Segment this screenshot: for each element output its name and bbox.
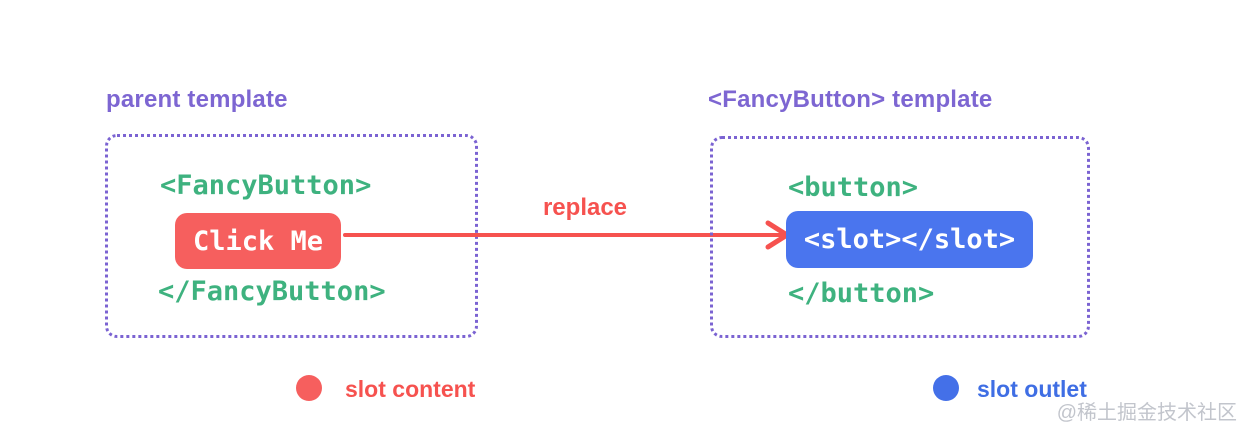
- slot-content-chip-label: Click Me: [192, 225, 324, 257]
- slot-content-chip: Click Me: [175, 213, 341, 269]
- fancy-close-tag: </button>: [788, 278, 935, 309]
- parent-open-tag: <FancyButton>: [160, 170, 372, 201]
- watermark: @稀土掘金技术社区: [1056, 402, 1237, 424]
- slot-outlet-legend-dot-icon: [933, 375, 959, 401]
- slot-outlet-legend-label: slot outlet: [977, 376, 1087, 402]
- parent-template-title: parent template: [106, 86, 288, 113]
- parent-close-tag: </FancyButton>: [158, 276, 386, 307]
- fancy-open-tag: <button>: [788, 172, 919, 203]
- slot-content-legend-label: slot content: [345, 376, 476, 402]
- slot-content-legend-dot-icon: [296, 375, 322, 401]
- slot-outlet-chip-label: <slot></slot>: [803, 224, 1016, 255]
- parent-template-box: <FancyButton> Click Me </FancyButton>: [105, 134, 478, 338]
- fancybutton-template-box: <button> <slot></slot> </button>: [710, 136, 1090, 338]
- slot-outlet-chip: <slot></slot>: [786, 211, 1033, 268]
- replace-label: replace: [542, 194, 628, 221]
- fancybutton-template-title: <FancyButton> template: [708, 86, 993, 113]
